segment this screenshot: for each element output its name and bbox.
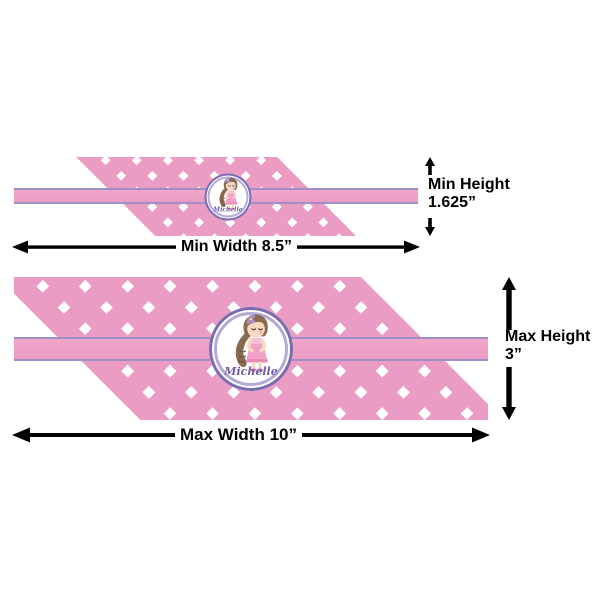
- max-height-line2: 3”: [505, 345, 522, 363]
- max-height-line1: Max Height: [505, 328, 591, 345]
- min-height-arrow: [425, 157, 435, 236]
- name-medallion: Michelle: [209, 306, 293, 391]
- medallion-name-text: Michelle: [213, 206, 243, 213]
- max-width-label: Max Width 10”: [175, 425, 302, 445]
- name-medallion: Michelle: [204, 173, 252, 220]
- max-size-banner-preview: Michelle: [14, 277, 488, 420]
- min-size-banner-preview: Michelle: [14, 157, 418, 236]
- min-height-line2: 1.625”: [428, 193, 477, 211]
- medallion-name-text: Michelle: [224, 364, 278, 378]
- girl-character-icon: [235, 313, 268, 372]
- min-width-label: Min Width 8.5”: [176, 238, 297, 256]
- girl-character-icon: [219, 176, 238, 210]
- max-height-arrow: [502, 277, 516, 420]
- min-height-line1: Min Height: [428, 176, 510, 193]
